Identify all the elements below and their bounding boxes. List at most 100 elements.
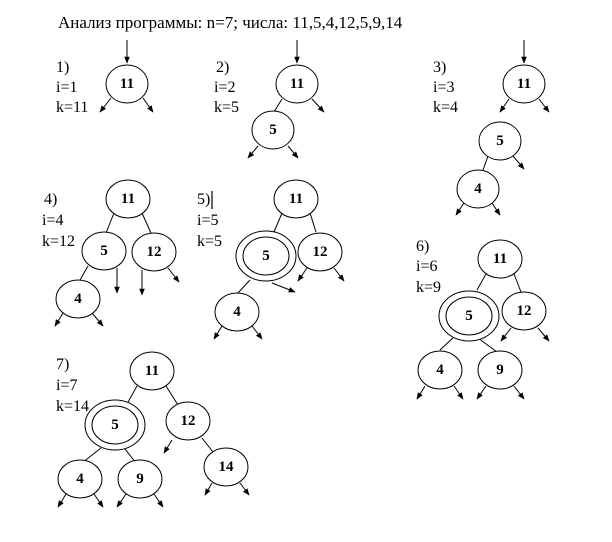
node-11 bbox=[105, 64, 149, 104]
edge-arrow bbox=[500, 327, 512, 342]
edge-arrow bbox=[142, 97, 154, 113]
node-11 bbox=[275, 64, 319, 104]
tree-edge bbox=[309, 212, 317, 233]
node-11-label: 11 bbox=[145, 363, 159, 379]
edge-arrow bbox=[453, 385, 464, 400]
edge-arrow bbox=[271, 282, 296, 293]
node-5-label: 5 bbox=[496, 133, 504, 149]
node-12 bbox=[131, 232, 177, 272]
edge-arrow bbox=[333, 267, 345, 282]
edge-arrow bbox=[491, 202, 501, 216]
tree-edge bbox=[79, 265, 89, 281]
edge-arrow bbox=[213, 325, 223, 340]
step-7-label: 7) bbox=[56, 356, 69, 373]
step-2-i: i=2 bbox=[214, 79, 235, 96]
node-4 bbox=[417, 350, 463, 390]
node-12-label: 12 bbox=[517, 303, 532, 319]
node-4 bbox=[55, 279, 101, 319]
diagram-title: Анализ программы: n=7; числа: 11,5,4,12,… bbox=[58, 13, 403, 32]
edge-arrow bbox=[204, 482, 213, 496]
tree-edge bbox=[439, 335, 456, 351]
node-11 bbox=[502, 64, 546, 104]
edge-arrow bbox=[512, 155, 525, 170]
step-6: 6) i=6 k=9 11 5 12 4 9 bbox=[416, 238, 550, 400]
step-5: 5) i=5 k=5 11 5 12 4 bbox=[197, 179, 345, 340]
step-1-i: i=1 bbox=[56, 79, 77, 96]
node-11 bbox=[105, 179, 151, 219]
tree-edge bbox=[236, 279, 251, 295]
node-12-label: 12 bbox=[147, 244, 162, 260]
tree-edge bbox=[273, 98, 283, 113]
node-5 bbox=[478, 121, 522, 161]
node-14-label: 14 bbox=[219, 459, 235, 475]
tree-edge bbox=[127, 385, 138, 403]
node-5-label: 5 bbox=[269, 122, 277, 138]
edge-arrow bbox=[163, 439, 173, 454]
edge-arrow bbox=[239, 482, 250, 496]
node-12-label: 12 bbox=[181, 413, 196, 429]
tree-edge bbox=[477, 337, 498, 353]
node-5-label: 5 bbox=[111, 417, 119, 433]
step-7-k: k=14 bbox=[56, 398, 89, 415]
edge-arrow bbox=[311, 98, 325, 113]
node-11-label: 11 bbox=[493, 251, 507, 267]
node-5 bbox=[91, 405, 139, 445]
step-5-label: 5) bbox=[197, 191, 210, 208]
step-3-i: i=3 bbox=[433, 79, 454, 96]
step-6-i: i=6 bbox=[416, 258, 437, 275]
step-1-k: k=11 bbox=[56, 99, 88, 116]
node-5-label: 5 bbox=[100, 243, 108, 259]
step-7: 7) i=7 k=14 11 5 12 4 9 14 bbox=[56, 351, 250, 508]
step-3: 3) i=3 k=4 11 5 4 bbox=[433, 40, 550, 216]
edge-arrow bbox=[476, 385, 487, 400]
node-4-label: 4 bbox=[74, 291, 82, 307]
step-3-k: k=4 bbox=[433, 99, 458, 116]
step-6-k: k=9 bbox=[416, 279, 441, 296]
node-4 bbox=[456, 169, 500, 209]
node-9-label: 9 bbox=[496, 362, 504, 378]
node-5 bbox=[81, 231, 127, 271]
step-4-label: 4) bbox=[44, 191, 57, 208]
node-14 bbox=[203, 447, 249, 487]
node-9 bbox=[117, 459, 163, 499]
edge-arrow bbox=[455, 202, 465, 216]
tree-edge bbox=[273, 212, 283, 233]
edge-arrow bbox=[247, 145, 259, 159]
edge-arrow bbox=[57, 493, 67, 508]
edge-arrow bbox=[537, 327, 550, 342]
node-4 bbox=[214, 292, 260, 332]
step-1: 1) i=1 k=11 11 bbox=[56, 40, 154, 116]
edge-arrow bbox=[513, 385, 525, 400]
edge-arrow bbox=[416, 385, 426, 400]
node-12 bbox=[501, 291, 547, 331]
step-1-label: 1) bbox=[56, 59, 69, 76]
step-4: 4) i=4 k=12 11 5 12 4 bbox=[42, 179, 180, 327]
node-12-label: 12 bbox=[313, 244, 328, 260]
tree-edge bbox=[165, 385, 179, 406]
step-6-label: 6) bbox=[416, 238, 429, 255]
node-11-label: 11 bbox=[517, 76, 531, 92]
node-4-label: 4 bbox=[76, 471, 84, 487]
step-2-label: 2) bbox=[216, 59, 229, 76]
edge-arrow bbox=[167, 267, 180, 283]
edge-arrow bbox=[153, 493, 164, 508]
node-12 bbox=[297, 232, 343, 272]
step-4-i: i=4 bbox=[42, 212, 63, 229]
node-11 bbox=[129, 351, 175, 391]
node-5 bbox=[251, 110, 295, 150]
edge-arrow bbox=[54, 312, 64, 327]
tree-edge bbox=[141, 212, 152, 234]
node-11-label: 11 bbox=[121, 191, 135, 207]
node-4 bbox=[57, 459, 103, 499]
edge-arrow bbox=[116, 493, 127, 508]
node-5-label: 5 bbox=[465, 308, 473, 324]
node-11-label: 11 bbox=[289, 191, 303, 207]
edge-arrow bbox=[499, 98, 510, 113]
edge-arrow bbox=[287, 145, 299, 159]
edge-arrow bbox=[538, 98, 550, 113]
node-5-label: 5 bbox=[262, 248, 270, 264]
node-11 bbox=[273, 179, 319, 219]
step-3-label: 3) bbox=[433, 59, 446, 76]
